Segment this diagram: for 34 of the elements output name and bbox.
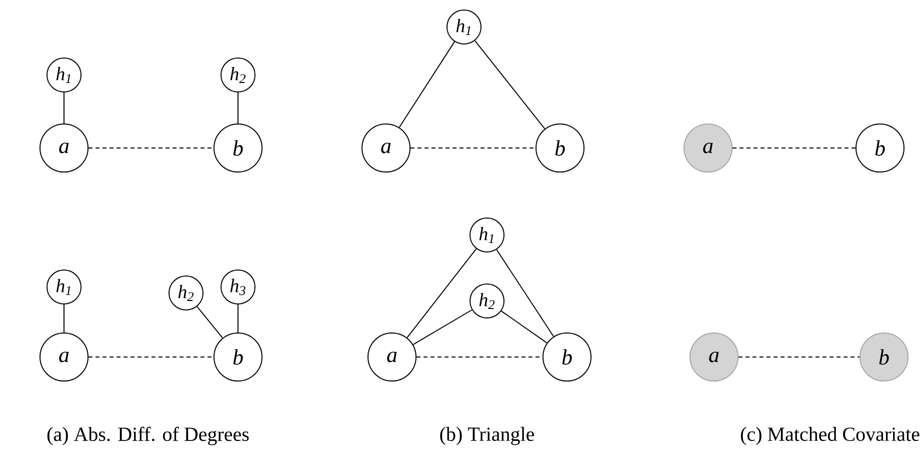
graph-node: a bbox=[368, 332, 416, 382]
graph-node: h$_{1}$ bbox=[446, 10, 482, 44]
graph-node: h$_{2}$ bbox=[470, 284, 504, 318]
graph-node: b bbox=[860, 332, 908, 382]
graph-node: h$_{1}$ bbox=[470, 218, 504, 252]
edge-line bbox=[64, 92, 65, 124]
edge-line bbox=[406, 248, 477, 338]
graph-node: a bbox=[40, 124, 89, 172]
graph-node: h$_{2}$ bbox=[220, 58, 256, 92]
edge-line bbox=[412, 309, 472, 346]
edge-line bbox=[738, 356, 860, 358]
graph-node: h$_{1}$ bbox=[46, 270, 82, 304]
graph-node: h$_{3}$ bbox=[220, 270, 256, 304]
edge-line bbox=[88, 356, 214, 358]
panel-caption: (a) Abs. Diff. of Degrees bbox=[47, 426, 249, 446]
edge-line bbox=[496, 249, 554, 337]
graph-node: b bbox=[856, 124, 904, 172]
graph-node: a bbox=[684, 124, 732, 172]
edge-line bbox=[64, 304, 65, 333]
edge-line bbox=[500, 310, 548, 344]
graph-node: h$_{2}$ bbox=[168, 276, 204, 310]
edge-line bbox=[474, 40, 546, 130]
panel-caption: (b) Triangle bbox=[440, 426, 534, 446]
graph-node: a bbox=[690, 332, 738, 382]
graph-node: b bbox=[214, 332, 262, 382]
graph-node: b bbox=[542, 332, 592, 382]
graph-node: b bbox=[536, 124, 584, 172]
edge-line bbox=[196, 306, 224, 338]
graph-node: a bbox=[40, 332, 89, 382]
graph-node: h$_{1}$ bbox=[46, 58, 82, 92]
panel-caption: (c) Matched Covariate bbox=[740, 426, 920, 446]
edge-line bbox=[398, 41, 456, 128]
graph-node: b bbox=[214, 124, 262, 172]
graph-node: a bbox=[362, 124, 410, 172]
